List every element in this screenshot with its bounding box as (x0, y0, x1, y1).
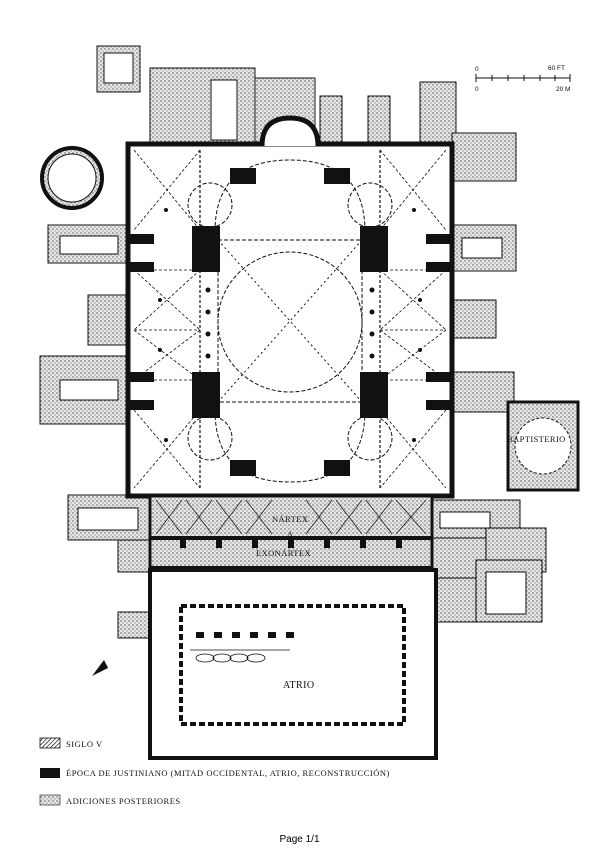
legend-swatch-hatch (39, 737, 61, 749)
legend-swatches (39, 737, 61, 806)
narthex-label: NÁRTEX (272, 514, 308, 524)
north-letter: N (98, 659, 109, 671)
baptistery-label: BAPTISTERIO (507, 434, 566, 444)
later-additions (39, 45, 547, 639)
page-number: Page 1/1 (279, 834, 320, 845)
main-church (125, 115, 455, 499)
north-arrow: N (92, 659, 110, 676)
legend-label-fifth-century: SIGLO V (66, 739, 103, 749)
scale-top-left: 0 (475, 66, 479, 73)
scale-top-right: 60 FT (548, 65, 565, 72)
baptistery (506, 400, 580, 492)
exonarthex-label: EXONÁRTEX (256, 548, 311, 558)
legend-label-justinian: ÉPOCA DE JUSTINIANO (MITAD OCCIDENTAL, A… (66, 768, 390, 778)
narthex-block (148, 494, 434, 572)
legend-label-later-additions: ADICIONES POSTERIORES (66, 796, 181, 806)
narthex-letter: A (287, 529, 294, 539)
legend-swatch-dotted (39, 794, 61, 806)
scale-bar: 0 60 FT 0 20 M (475, 65, 571, 93)
atrium (148, 568, 438, 760)
atrium-label: ATRIO (283, 680, 314, 691)
scale-bottom-right: 20 M (556, 86, 570, 93)
scale-bottom-left: 0 (475, 86, 479, 93)
legend-swatch-solid (40, 768, 60, 778)
